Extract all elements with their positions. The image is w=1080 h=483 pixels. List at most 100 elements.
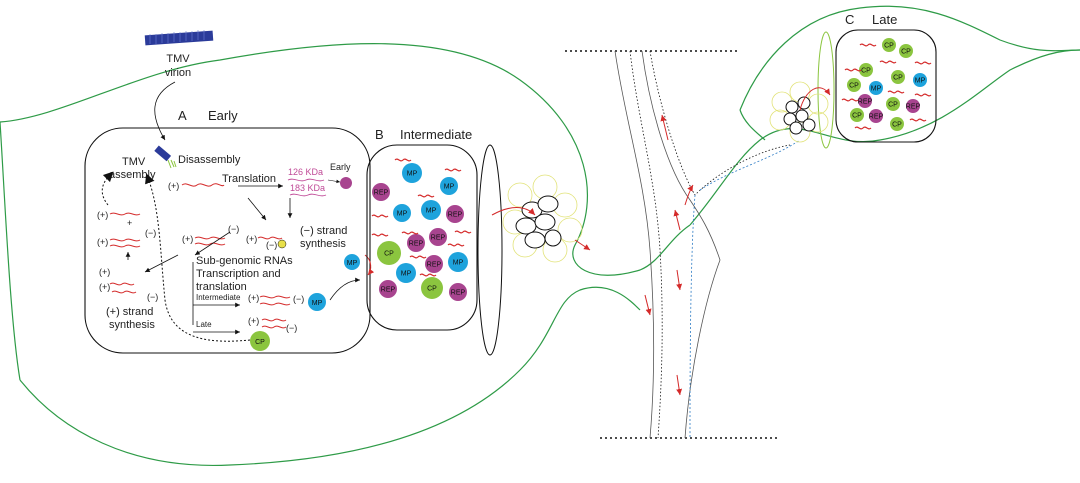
cp-text-early: CP (255, 339, 265, 346)
subgenomic-line2: Transcription and (196, 268, 281, 280)
late-rep-protein-8-label: REP (858, 99, 873, 106)
inter-rep-protein-6: REP (446, 205, 464, 223)
inter-rep-protein-15: REP (449, 283, 467, 301)
late-mp-protein-5: MP (913, 73, 927, 87)
late-rna-9 (854, 126, 872, 130)
late-cp-protein-11: CP (850, 108, 864, 122)
minus-strand-line2: synthesis (300, 238, 346, 250)
late-cp-protein-3-label: CP (861, 68, 871, 75)
kda183-label: 183 KDa (290, 183, 325, 193)
early-name: Early (208, 108, 238, 123)
plus-label-left4: (+) (99, 282, 110, 292)
inter-rep-protein-13: REP (379, 280, 397, 298)
minus-label-dsrna: (−) (228, 224, 239, 234)
inter-rna-5 (401, 231, 419, 235)
late-cp-protein-2: CP (899, 44, 913, 58)
late-cp-protein-11-label: CP (852, 113, 862, 120)
plus-label-inter: (+) (248, 293, 259, 303)
inter-rep-protein-10: REP (425, 255, 443, 273)
late-letter: C (845, 12, 854, 27)
late-rna-3 (914, 61, 932, 65)
minus-label-left2: (−) (145, 228, 156, 238)
translation-label: Translation (222, 173, 276, 185)
subgenomic-line3: translation (196, 281, 247, 293)
replicase-complex (277, 239, 287, 249)
late-cp-protein-6: CP (847, 78, 861, 92)
plus-label-dsrna: (+) (182, 234, 193, 244)
inter-rna-2 (444, 168, 462, 172)
intermediate-letter: B (375, 127, 384, 142)
subgenomic-line1: Sub-genomic RNAs (196, 255, 293, 267)
plus-label-late: (+) (248, 316, 259, 326)
inter-rna-1 (394, 158, 412, 162)
inter-rna-9 (409, 255, 427, 259)
mp-text-exit: MP (347, 260, 358, 267)
inter-mp-protein-1: MP (402, 163, 422, 183)
late-rna-2 (879, 60, 897, 64)
inter-mp-protein-12-label: MP (401, 271, 412, 278)
late-rep-protein-8: REP (858, 94, 873, 108)
inter-mp-protein-11: MP (448, 252, 468, 272)
late-rep-protein-10-label: REP (906, 104, 921, 111)
inter-rna-10 (419, 273, 437, 277)
late-cp-protein-6-label: CP (849, 83, 859, 90)
late-cp-protein-2-label: CP (901, 49, 911, 56)
inter-rna-8 (447, 243, 465, 247)
inter-mp-protein-5-label: MP (426, 208, 437, 215)
late-rna-6 (909, 118, 927, 122)
late-rna-8 (914, 93, 932, 97)
inter-rep-protein-8-label: REP (431, 235, 446, 242)
late-rep-protein-10: REP (906, 99, 921, 113)
stem (565, 50, 801, 439)
early-cell: A Early Disassembly TMV assembly (+) Tra… (84, 108, 375, 354)
late-cp-protein-9: CP (886, 97, 900, 111)
early-rep-protein (340, 177, 352, 189)
late-small-label: Late (196, 320, 212, 329)
inter-cp-protein-14: CP (421, 277, 443, 299)
late-rna-4 (844, 68, 862, 72)
mp-text-early: MP (312, 300, 323, 307)
leaf-outline (0, 5, 1080, 467)
late-mp-protein-7: MP (869, 81, 883, 95)
inter-rep-protein-15-label: REP (451, 290, 466, 297)
inter-rep-protein-2-label: REP (374, 190, 389, 197)
late-cell: C Late CP CP CP CP MP CP MP REP CP REP CP REP CP (769, 12, 937, 149)
mp-protein-exit (344, 254, 360, 270)
late-cp-protein-13: CP (890, 117, 904, 131)
late-cp-protein-9-label: CP (888, 102, 898, 109)
inter-mp-protein-3: MP (440, 177, 458, 195)
plus-label-left1: (+) (97, 210, 108, 220)
intermediate-small-label: Intermediate (196, 293, 241, 302)
minus-label-inter: (−) (293, 294, 304, 304)
inter-rep-protein-6-label: REP (448, 212, 463, 219)
inter-mp-protein-1-label: MP (407, 171, 418, 178)
intermediate-name: Intermediate (400, 127, 472, 142)
late-cp-protein-1-label: CP (884, 43, 894, 50)
inter-rna-7 (371, 233, 389, 237)
minus-label-left4: (−) (147, 292, 158, 302)
minus-strand-line1: (−) strand (300, 225, 347, 237)
late-cp-protein-4-label: CP (893, 75, 903, 82)
late-rep-protein-12: REP (869, 109, 884, 123)
plus-label-left2: (+) (97, 237, 108, 247)
late-rna-7 (841, 98, 859, 102)
plasmodesma (477, 144, 591, 356)
inter-mp-protein-4: MP (393, 204, 411, 222)
virion-label-line1: TMV (166, 53, 190, 65)
late-name: Late (872, 12, 897, 27)
cp-protein-early (250, 331, 270, 351)
tmv-assembly-line2: assembly (109, 169, 156, 181)
plus-strand-line2: synthesis (109, 319, 155, 331)
early-letter: A (178, 108, 187, 123)
late-cp-protein-13-label: CP (892, 122, 902, 129)
inter-rep-protein-7: REP (407, 234, 425, 252)
plus-label-mid: (+) (246, 234, 257, 244)
inter-cp-protein-9: CP (377, 241, 401, 265)
kda126-label: 126 KDa (288, 167, 323, 177)
inter-rna-6 (454, 230, 472, 234)
plus-label-left3: (+) (99, 267, 110, 277)
plus-sign-left: + (127, 218, 132, 228)
